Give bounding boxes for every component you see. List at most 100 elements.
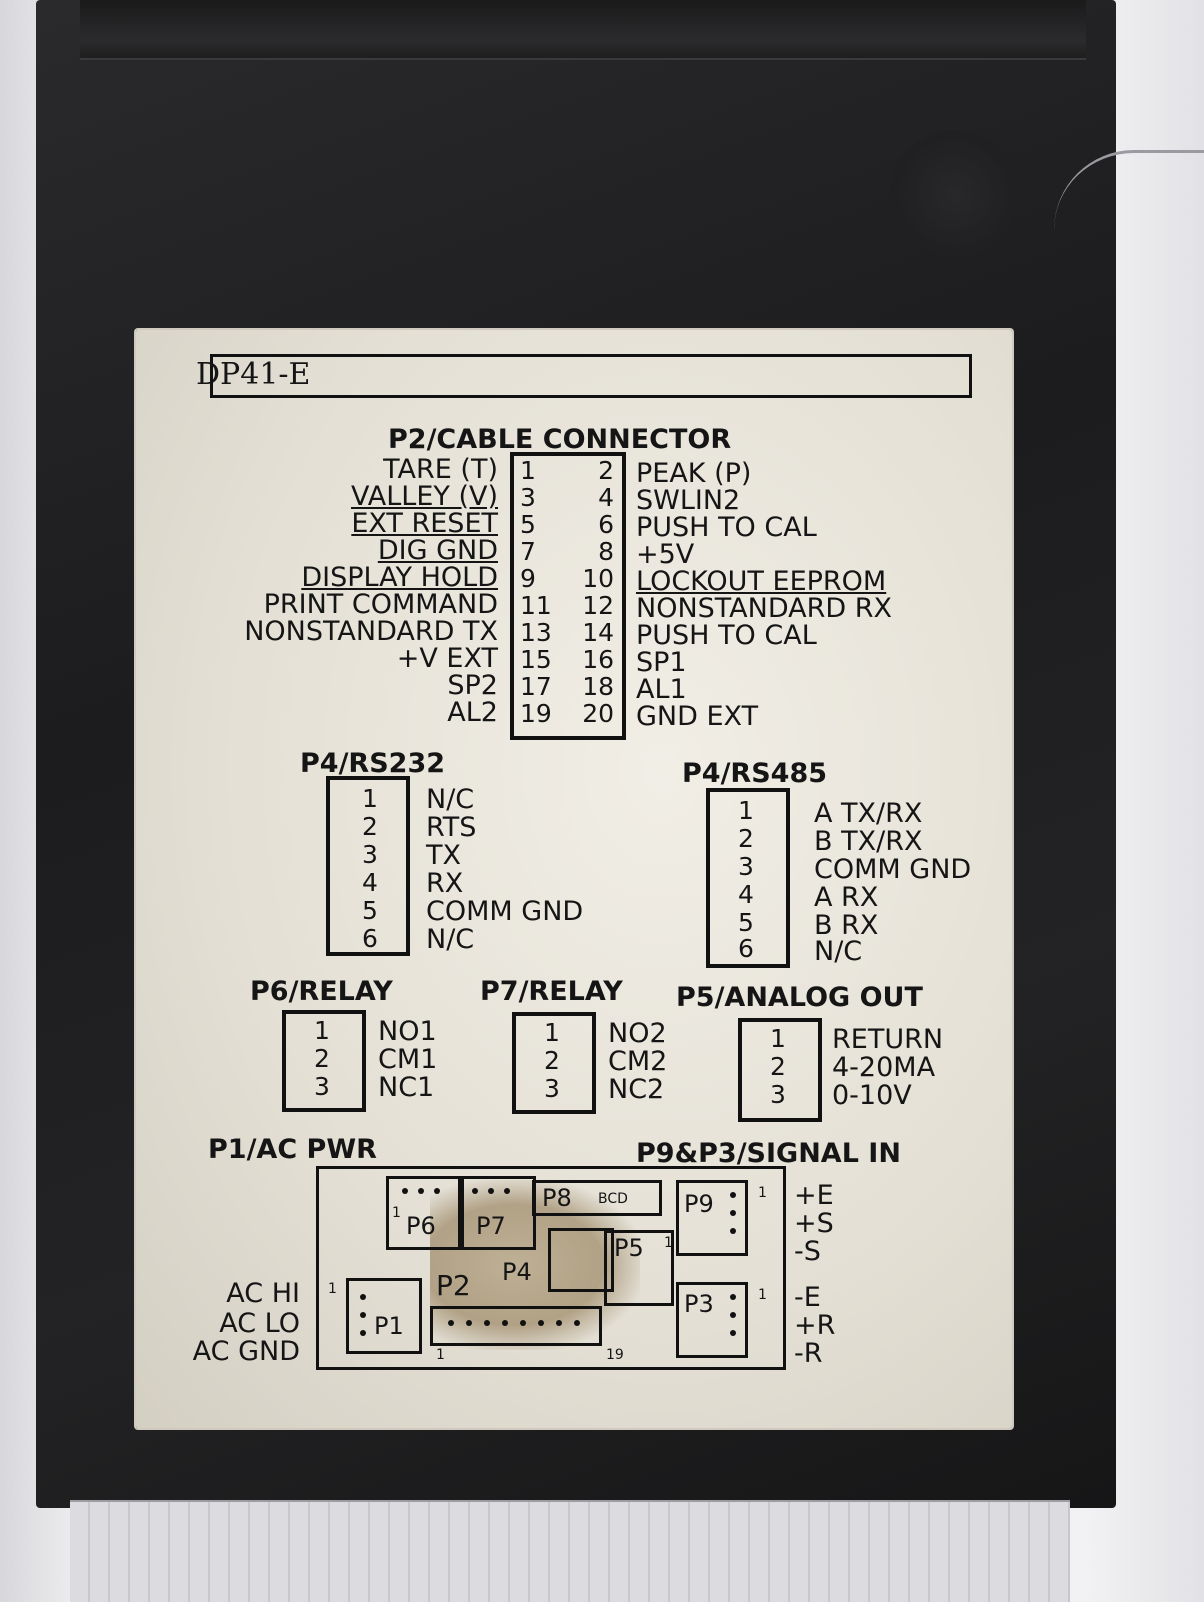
header-pin-dot	[574, 1320, 580, 1326]
rs232-title: P4/RS232	[300, 748, 446, 779]
p2-pin-number: 14	[582, 618, 614, 647]
bottom-connector-strip	[70, 1500, 1070, 1602]
p6-pin-number: 3	[314, 1072, 330, 1101]
header-pin-dot	[730, 1312, 736, 1318]
p2-left-label: AL2	[447, 697, 498, 728]
rs485-pin-number: 6	[738, 934, 754, 963]
board-p5-label: P5	[614, 1234, 644, 1262]
rs485-label: N/C	[814, 936, 863, 967]
p7-pin-number: 1	[544, 1018, 560, 1047]
p2-left-label: TARE (T)	[383, 454, 498, 485]
signal-label: +S	[794, 1208, 834, 1239]
header-pin-dot	[556, 1320, 562, 1326]
header-pin-dot	[472, 1188, 478, 1194]
board-p6-block	[386, 1176, 464, 1250]
p7-label: CM2	[608, 1046, 668, 1077]
p2-left-label: SP2	[447, 670, 498, 701]
p6-pin-number: 2	[314, 1044, 330, 1073]
header-pin-dot	[730, 1210, 736, 1216]
p2-left-label: +V EXT	[396, 643, 498, 674]
header-pin-dot	[434, 1188, 440, 1194]
signal-label: +R	[794, 1310, 836, 1341]
header-pin-dot	[360, 1294, 366, 1300]
signal-label: -E	[794, 1282, 821, 1313]
board-p8-label: P8	[542, 1184, 572, 1212]
board-p1-label: P1	[374, 1312, 404, 1340]
p2-right-label: +5V	[636, 539, 695, 570]
p2-pin-number: 19	[520, 699, 552, 728]
rs232-pin-box	[326, 776, 410, 956]
p2-pin-number: 4	[598, 483, 614, 512]
header-pin-dot	[360, 1312, 366, 1318]
p6-pin-box	[282, 1010, 366, 1112]
model-box	[210, 354, 972, 398]
board-p1-block	[346, 1278, 422, 1354]
ac-power-label: AC HI	[226, 1278, 300, 1309]
rs232-pin-number: 2	[362, 812, 378, 841]
p2-left-label: PRINT COMMAND	[263, 589, 498, 620]
header-pin-dot	[730, 1330, 736, 1336]
header-pin-dot	[504, 1188, 510, 1194]
p2-pin-number: 15	[520, 645, 552, 674]
board-p6-pin-one: 1	[392, 1205, 401, 1221]
board-p4-block	[548, 1228, 614, 1292]
board-p9-pin-one: 1	[758, 1185, 767, 1201]
p2-pin-number: 3	[520, 483, 536, 512]
board-p2-pin-one: 1	[436, 1347, 445, 1363]
rs485-pin-number: 2	[738, 824, 754, 853]
board-p2-label: P2	[436, 1269, 471, 1302]
p2-right-label: NONSTANDARD RX	[636, 593, 893, 624]
p2-left-label: DISPLAY HOLD	[301, 562, 498, 593]
p7-pin-number: 2	[544, 1046, 560, 1075]
board-outline	[316, 1166, 786, 1370]
p2-right-label: PEAK (P)	[636, 458, 752, 489]
p2-right-label: SP1	[636, 647, 687, 678]
p7-pin-number: 3	[544, 1074, 560, 1103]
ac-power-label: AC GND	[192, 1336, 300, 1367]
p2-pin-box	[510, 452, 626, 740]
board-p9-label: P9	[684, 1190, 714, 1218]
rs232-pin-number: 6	[362, 924, 378, 953]
p2-right-label: PUSH TO CAL	[636, 620, 817, 651]
wiring-label-plate: DP41-E P2/CABLE CONNECTOR TARE (T) VALLE…	[136, 330, 1012, 1428]
header-pin-dot	[484, 1320, 490, 1326]
p5-pin-box	[738, 1018, 822, 1122]
signal-label: -R	[794, 1338, 823, 1369]
p2-pin-number: 11	[520, 591, 552, 620]
header-pin-dot	[520, 1320, 526, 1326]
header-pin-dot	[402, 1188, 408, 1194]
header-pin-dot	[448, 1320, 454, 1326]
board-p2-pin-nineteen: 19	[606, 1347, 624, 1363]
p6-label: NO1	[378, 1016, 437, 1047]
ac-power-label: AC LO	[219, 1308, 300, 1339]
board-p1-pin-one: 1	[328, 1281, 337, 1297]
board-p8-block	[532, 1180, 662, 1216]
signal-label: +E	[794, 1180, 834, 1211]
p2-pin-number: 5	[520, 510, 536, 539]
board-p3-pin-one: 1	[758, 1287, 767, 1303]
p2-pin-number: 12	[582, 591, 614, 620]
board-p3-block	[676, 1282, 748, 1358]
p1-title: P1/AC PWR	[208, 1134, 377, 1165]
p2-pin-number: 7	[520, 537, 536, 566]
p7-label: NO2	[608, 1018, 667, 1049]
p2-pin-number: 10	[582, 564, 614, 593]
rs485-label: A TX/RX	[814, 798, 923, 829]
rs485-pin-number: 5	[738, 908, 754, 937]
header-pin-dot	[502, 1320, 508, 1326]
rs232-label: COMM GND	[426, 896, 584, 927]
board-p6-label: P6	[406, 1212, 436, 1240]
p2-left-label: DIG GND	[377, 535, 498, 566]
signal-label: -S	[794, 1236, 821, 1267]
p5-pin-number: 3	[770, 1080, 786, 1109]
signal-title: P9&P3/SIGNAL IN	[636, 1138, 901, 1169]
rs485-pin-number: 4	[738, 880, 754, 909]
p2-pin-number: 18	[582, 672, 614, 701]
background-cable	[1054, 150, 1204, 273]
header-pin-dot	[730, 1192, 736, 1198]
p2-right-label: GND EXT	[636, 701, 759, 732]
p2-pin-number: 2	[598, 456, 614, 485]
p2-right-label: AL1	[636, 674, 687, 705]
board-p5-block	[604, 1230, 674, 1306]
p6-label: CM1	[378, 1044, 438, 1075]
